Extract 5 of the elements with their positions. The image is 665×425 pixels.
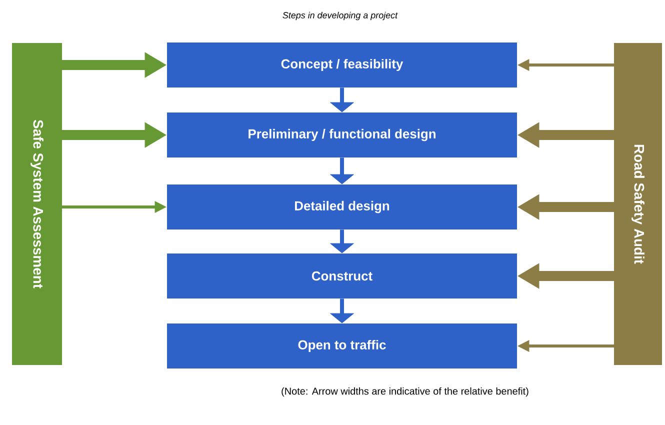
- note: (Note: Arrow widths are indicative of the relative benefit): [282, 387, 528, 397]
- step-box: Concept / feasibility: [167, 42, 517, 88]
- title: Steps in developing a project: [282, 12, 398, 20]
- side-bar: Road Safety Audit: [614, 43, 662, 365]
- side-bar: Safe System Assessment: [12, 43, 62, 365]
